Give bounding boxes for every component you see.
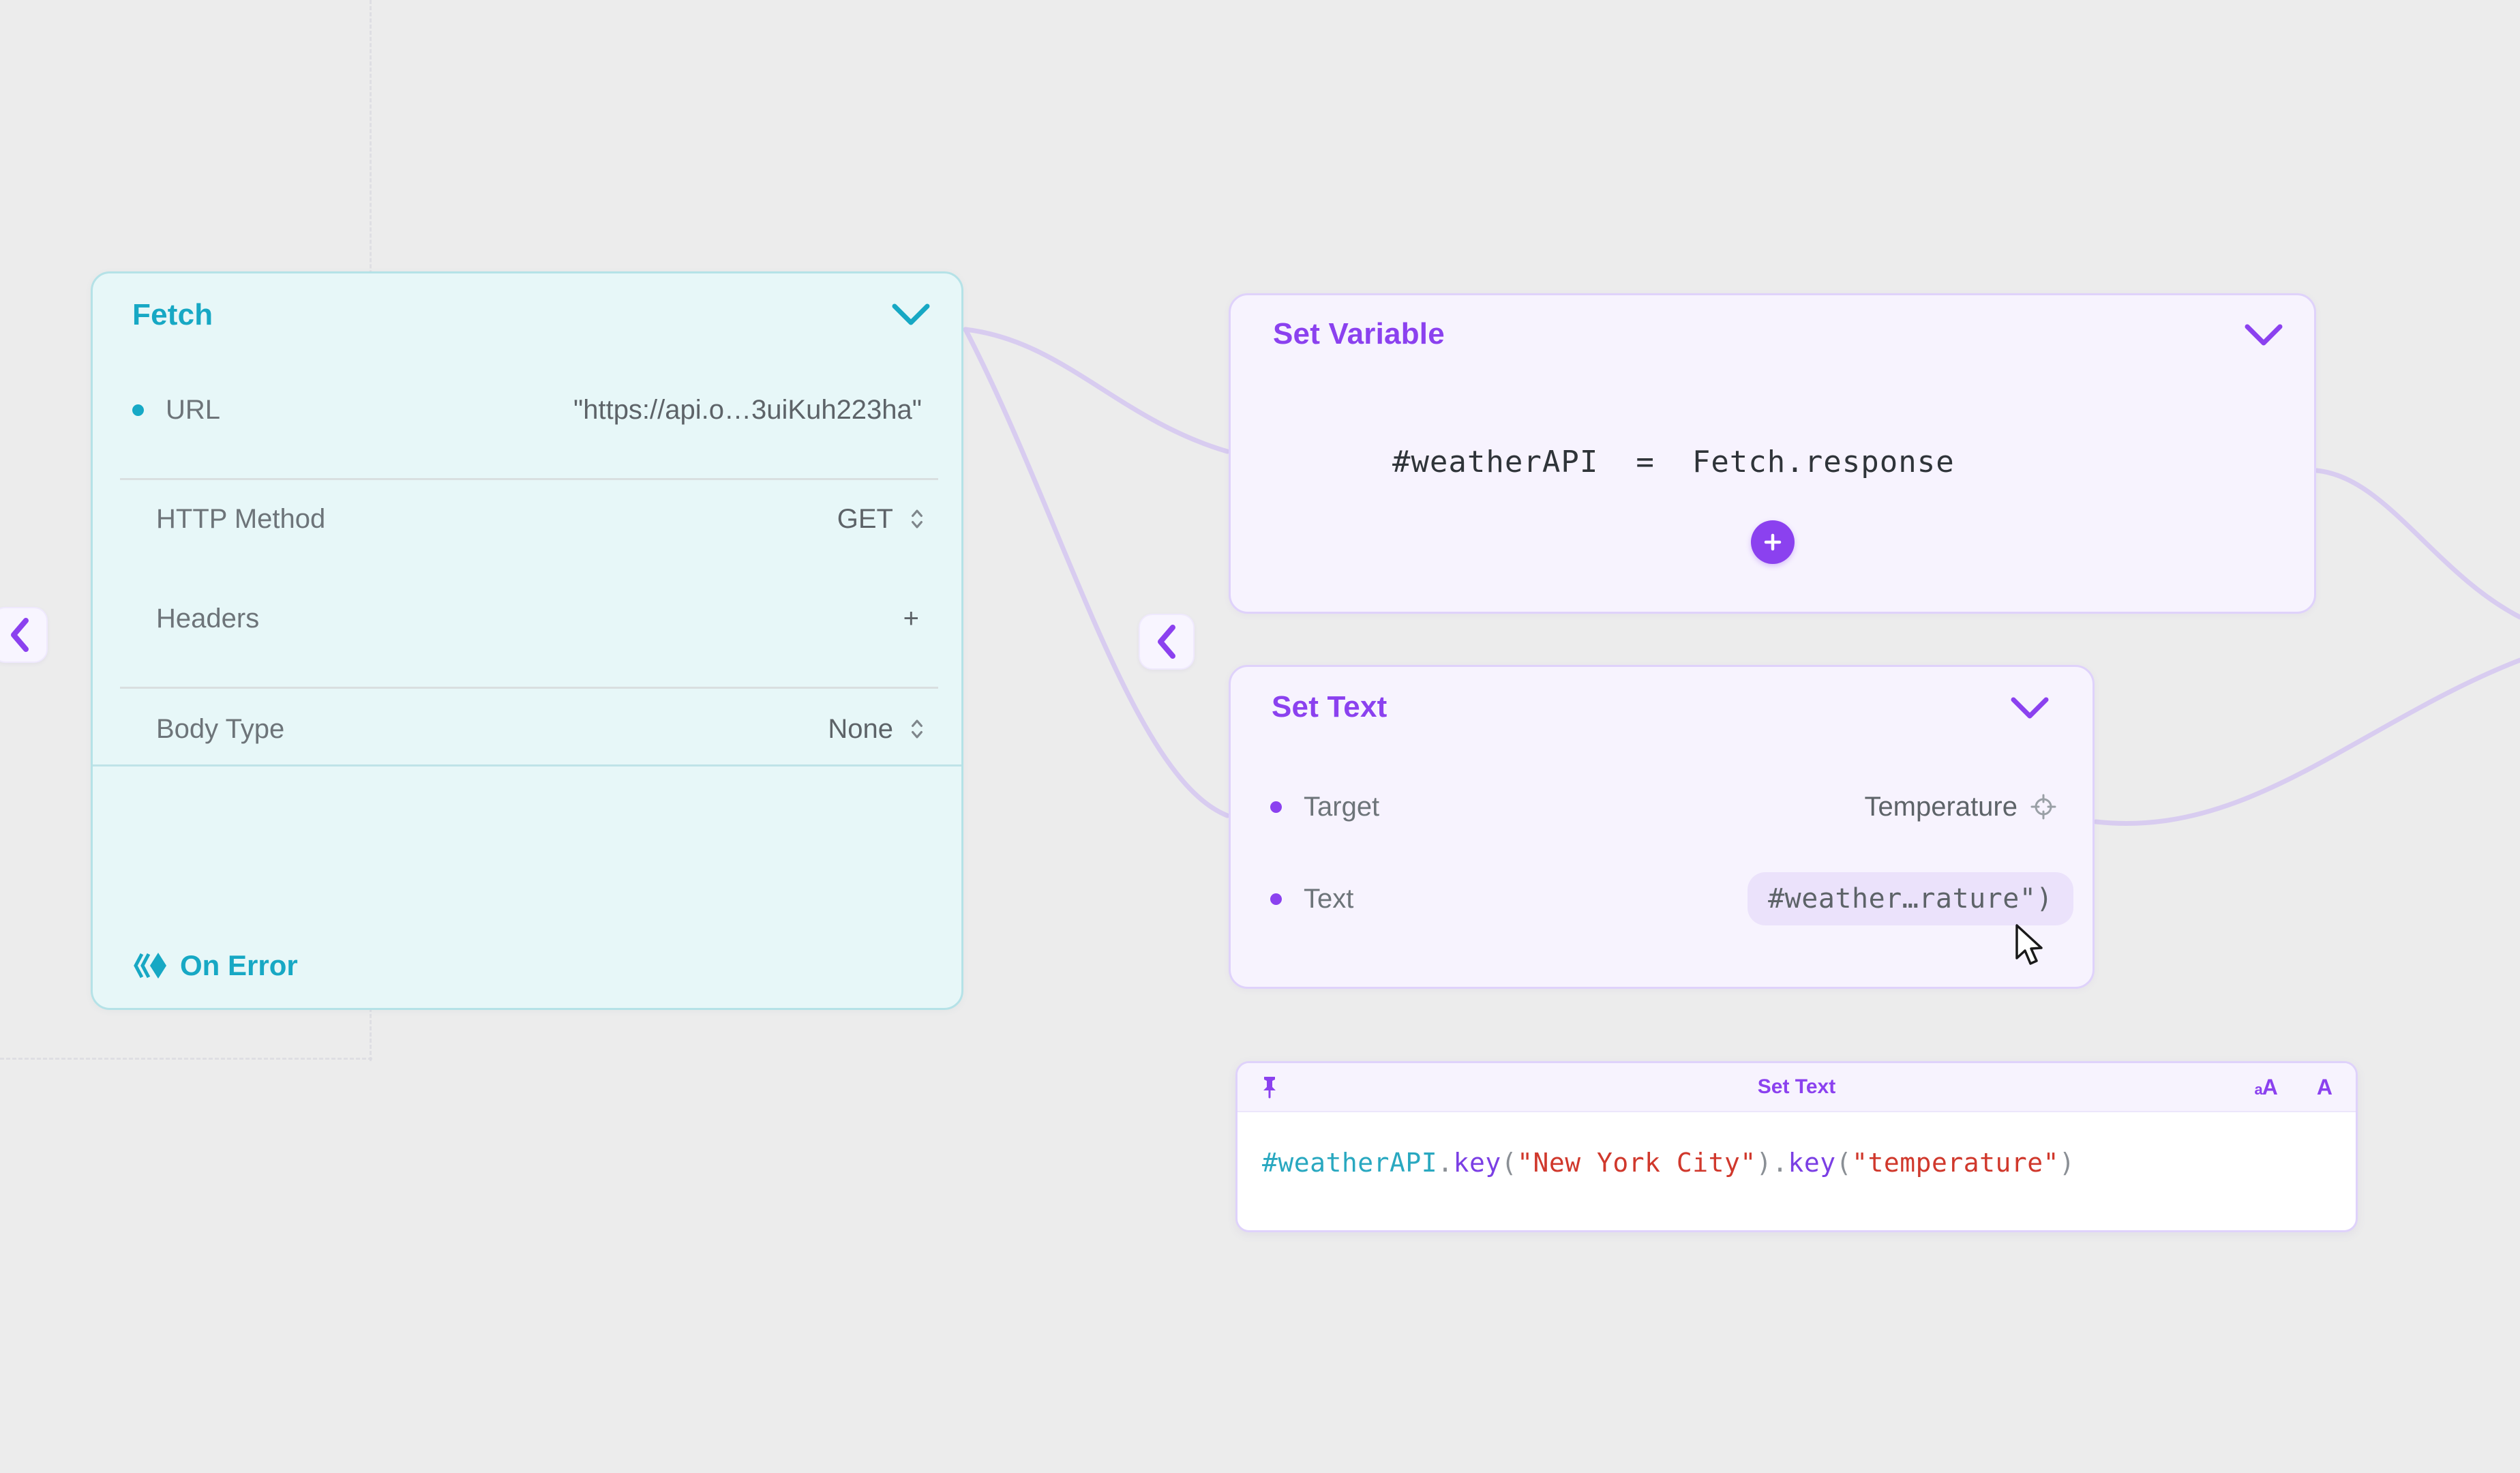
code-token-str: "New York City" bbox=[1517, 1148, 1756, 1178]
chevron-down-icon[interactable] bbox=[2011, 696, 2049, 720]
divider-1 bbox=[120, 478, 938, 480]
divider-2 bbox=[120, 687, 938, 689]
row-bullet-url bbox=[132, 404, 144, 416]
row-label-target: Target bbox=[1304, 791, 1380, 822]
set-variable-name[interactable]: #weatherAPI bbox=[1392, 445, 1599, 479]
row-value-target[interactable]: Temperature bbox=[1864, 791, 2017, 822]
row-value-body-type[interactable]: None bbox=[828, 713, 893, 744]
row-bullet-target bbox=[1270, 801, 1282, 813]
node-set-text[interactable]: Set Text Target Temperature Text #weathe… bbox=[1229, 665, 2095, 989]
set-variable-operator: = bbox=[1636, 445, 1655, 479]
set-variable-value[interactable]: Fetch.response bbox=[1692, 445, 1955, 479]
code-token-pun: ( bbox=[1835, 1148, 1852, 1178]
code-editor-toolbar: Set Text aA A bbox=[1238, 1063, 2356, 1112]
node-set-variable[interactable]: Set Variable #weatherAPI = Fetch.respons… bbox=[1229, 293, 2316, 614]
row-http-method[interactable]: HTTP Method GET bbox=[93, 486, 961, 552]
row-url[interactable]: URL "https://api.o…3uiKuh223ha" bbox=[93, 377, 961, 443]
collapse-handle-middle[interactable] bbox=[1139, 614, 1195, 670]
plus-icon bbox=[1764, 533, 1781, 551]
row-value-http-method[interactable]: GET bbox=[837, 503, 893, 534]
code-editor-popover[interactable]: Set Text aA A #weatherAPI.key("New York … bbox=[1235, 1061, 2358, 1232]
node-title-set-text: Set Text bbox=[1272, 690, 1388, 724]
code-editor-line[interactable]: #weatherAPI.key("New York City").key("te… bbox=[1238, 1112, 2356, 1178]
code-token-pun: ) bbox=[1756, 1148, 1773, 1178]
row-bullet-text bbox=[1270, 893, 1282, 905]
code-token-fn: key bbox=[1453, 1148, 1501, 1178]
row-body-type[interactable]: Body Type None bbox=[93, 696, 961, 762]
row-headers[interactable]: Headers + bbox=[93, 586, 961, 651]
code-token-pun: . bbox=[1772, 1148, 1788, 1178]
row-label-text: Text bbox=[1304, 883, 1354, 914]
collapse-handle-left[interactable] bbox=[0, 607, 48, 663]
chevron-down-icon[interactable] bbox=[892, 302, 930, 327]
code-token-var: #weatherAPI bbox=[1262, 1148, 1438, 1178]
node-fetch[interactable]: Fetch URL "https://api.o…3uiKuh223ha" HT… bbox=[91, 271, 963, 1010]
alignment-guide-horizontal bbox=[0, 1058, 372, 1060]
row-label-body-type: Body Type bbox=[156, 713, 285, 744]
chevron-left-icon bbox=[1158, 625, 1175, 659]
stepper-icon[interactable] bbox=[908, 714, 926, 744]
text-size-small-button[interactable]: aA bbox=[2254, 1074, 2278, 1099]
add-assignment-button[interactable] bbox=[1750, 520, 1795, 564]
crosshair-icon[interactable] bbox=[2030, 793, 2057, 820]
code-token-pun: ) bbox=[2059, 1148, 2075, 1178]
code-token-fn: key bbox=[1788, 1148, 1836, 1178]
chevron-left-icon bbox=[11, 618, 29, 652]
row-target[interactable]: Target Temperature bbox=[1231, 773, 2092, 841]
set-variable-expression[interactable]: #weatherAPI = Fetch.response bbox=[1280, 410, 1955, 514]
on-error-label: On Error bbox=[180, 949, 298, 981]
pushpin-icon[interactable] bbox=[1261, 1075, 1278, 1099]
divider-section bbox=[93, 764, 961, 767]
chevron-down-icon[interactable] bbox=[2245, 323, 2283, 347]
row-value-text[interactable]: #weather…rature") bbox=[1747, 872, 2073, 925]
node-title-set-variable: Set Variable bbox=[1273, 317, 1445, 351]
stepper-icon[interactable] bbox=[908, 504, 926, 534]
double-chevron-diamond-icon bbox=[134, 953, 166, 979]
row-text[interactable]: Text #weather…rature") bbox=[1231, 865, 2092, 933]
row-value-url[interactable]: "https://api.o…3uiKuh223ha" bbox=[573, 394, 922, 425]
plus-icon[interactable]: + bbox=[903, 604, 919, 634]
code-token-str: "temperature" bbox=[1852, 1148, 2059, 1178]
on-error-branch[interactable]: On Error bbox=[132, 949, 298, 982]
node-title-fetch: Fetch bbox=[132, 298, 213, 331]
row-label-url: URL bbox=[166, 394, 221, 425]
code-editor-title: Set Text bbox=[1757, 1075, 1836, 1098]
row-label-http-method: HTTP Method bbox=[156, 503, 326, 534]
code-token-pun: ( bbox=[1501, 1148, 1518, 1178]
row-label-headers: Headers bbox=[156, 603, 260, 634]
code-token-pun: . bbox=[1437, 1148, 1454, 1178]
text-size-large-button[interactable]: A bbox=[2316, 1074, 2332, 1099]
